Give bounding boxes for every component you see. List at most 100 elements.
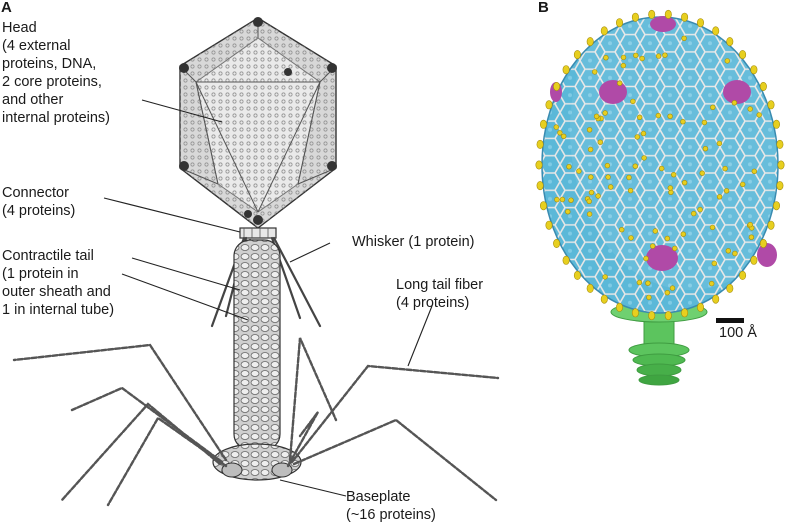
decoration-spike xyxy=(597,139,603,145)
decoration-spike xyxy=(545,220,553,230)
decoration-spike xyxy=(655,53,662,59)
decoration-spike xyxy=(712,26,720,36)
whisker-label: Whisker (1 protein) xyxy=(352,234,475,250)
decoration-spike xyxy=(669,285,676,291)
decoration-spike xyxy=(759,82,767,92)
decoration-spike xyxy=(620,62,626,69)
scale-bar-label: 100 Å xyxy=(719,325,757,341)
decoration-spike xyxy=(600,26,608,36)
decoration-spike xyxy=(565,209,571,215)
decoration-spike xyxy=(615,18,623,28)
decoration-spike xyxy=(560,133,567,140)
decoration-spike xyxy=(772,119,780,129)
decoration-spike xyxy=(664,9,672,19)
decoration-spike xyxy=(726,283,734,293)
decoration-spike xyxy=(664,311,672,321)
decoration-spike xyxy=(664,235,670,242)
decoration-spike xyxy=(604,162,611,169)
decoration-spike xyxy=(648,311,656,321)
decoration-spike xyxy=(634,134,640,140)
decoration-spike xyxy=(670,172,677,178)
decoration-spike xyxy=(632,163,638,169)
decoration-spike xyxy=(643,255,649,262)
decoration-spike xyxy=(586,127,593,133)
decoration-spike xyxy=(667,185,673,191)
decoration-spike xyxy=(600,294,608,304)
connector-collar xyxy=(239,227,277,239)
decoration-spike xyxy=(618,227,625,233)
decoration-spike xyxy=(681,308,689,318)
decoration-spike xyxy=(739,181,746,188)
baseplate-label: Baseplate(~16 proteins) xyxy=(346,489,436,523)
decoration-spike xyxy=(680,118,686,125)
leader-lines xyxy=(103,99,433,497)
decoration-spike xyxy=(724,58,730,64)
decoration-spike xyxy=(739,270,747,280)
decoration-spike xyxy=(554,196,560,203)
decoration-spike xyxy=(562,65,570,75)
decoration-spike xyxy=(767,100,775,110)
decoration-spike xyxy=(712,294,720,304)
decoration-spike xyxy=(562,255,570,265)
decoration-spike xyxy=(646,294,652,301)
decoration-spike xyxy=(536,139,544,149)
decoration-spike xyxy=(627,187,634,194)
scale-bar xyxy=(716,318,744,323)
decoration-spike xyxy=(626,174,632,181)
decoration-spike xyxy=(756,112,762,118)
decoration-spike xyxy=(750,255,758,265)
decoration-spike xyxy=(776,181,784,191)
decoration-spike xyxy=(725,248,731,254)
decoration-spike xyxy=(557,130,563,136)
decoration-spike xyxy=(699,170,705,176)
decoration-spike xyxy=(568,197,574,203)
decoration-spike xyxy=(631,308,639,318)
decoration-spike xyxy=(615,302,623,312)
decoration-spike xyxy=(709,224,716,231)
decoration-spike xyxy=(545,100,553,110)
decoration-spike xyxy=(645,280,651,286)
decoration-spike xyxy=(681,180,688,186)
capsid-head xyxy=(179,17,337,229)
decoration-spike xyxy=(576,168,582,174)
decoration-spike xyxy=(539,201,547,211)
decoration-spike xyxy=(630,98,636,105)
decoration-spike xyxy=(536,181,544,191)
decoration-spike xyxy=(586,37,594,47)
decoration-spike xyxy=(708,280,715,287)
decoration-spike xyxy=(553,124,559,130)
decoration-spike xyxy=(559,196,566,203)
panel-letter-a: A xyxy=(1,0,12,16)
decoration-spike xyxy=(640,130,647,137)
decoration-spike xyxy=(573,270,581,280)
decoration-spike xyxy=(701,119,708,126)
contractile-tail-label: Contractile tail(1 protein in outer shea… xyxy=(2,248,115,318)
decoration-spike xyxy=(658,165,665,172)
vertex-proteins xyxy=(550,16,777,271)
decoration-spike xyxy=(747,221,753,228)
decoration-spike xyxy=(652,228,658,234)
decoration-spike xyxy=(593,113,600,120)
decoration-spike xyxy=(588,189,595,196)
decoration-spike xyxy=(591,69,598,75)
decoration-spike xyxy=(772,201,780,211)
decoration-spike xyxy=(710,104,716,111)
decoration-spike xyxy=(748,234,755,240)
decoration-spike xyxy=(731,100,738,106)
decoration-spike xyxy=(777,160,785,170)
decoration-spike xyxy=(636,114,643,121)
decoration-spike xyxy=(667,113,673,120)
decoration-spike xyxy=(553,239,561,249)
decoration-spike xyxy=(747,106,753,112)
decoration-spike xyxy=(605,174,611,180)
long-tail-fiber-label: Long tail fiber(4 proteins) xyxy=(396,277,484,311)
decoration-spike xyxy=(702,146,709,152)
decoration-spike xyxy=(553,82,561,92)
decoration-spike xyxy=(726,37,734,47)
decoration-spike xyxy=(602,274,608,280)
long-tail-fibers xyxy=(12,337,500,507)
decoration-spike xyxy=(586,198,592,205)
decoration-spike xyxy=(595,193,601,199)
